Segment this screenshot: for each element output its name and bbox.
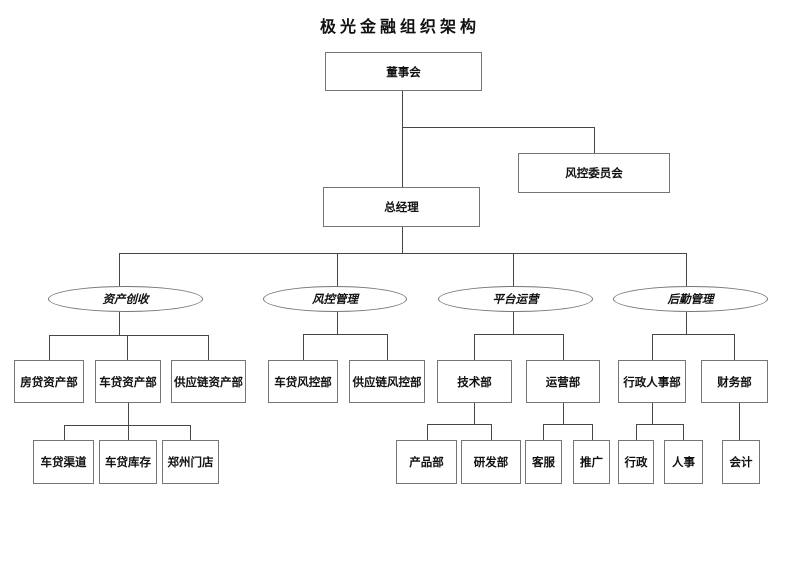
connector-segment xyxy=(427,424,491,425)
connector-segment xyxy=(652,403,653,424)
connector-segment xyxy=(513,312,514,334)
connector-segment xyxy=(49,335,50,360)
node-customer-service[interactable]: 客服 xyxy=(525,440,562,484)
node-car-loan-risk-dept-label: 车贷风控部 xyxy=(274,376,332,389)
connector-segment xyxy=(303,334,304,360)
connector-segment xyxy=(128,425,129,440)
connector-segment xyxy=(474,334,475,360)
node-accounting[interactable]: 会计 xyxy=(722,440,760,484)
connector-segment xyxy=(127,335,128,360)
node-accounting-label: 会计 xyxy=(729,457,753,469)
node-supply-chain-asset-dept[interactable]: 供应链资产部 xyxy=(171,360,246,403)
node-admin-label: 行政 xyxy=(624,457,648,469)
node-car-loan-inventory[interactable]: 车贷库存 xyxy=(99,440,157,484)
node-product-dept-label: 产品部 xyxy=(409,457,444,469)
connector-segment xyxy=(594,127,595,153)
node-risk-management-label: 风控管理 xyxy=(312,294,358,306)
node-car-loan-channel-label: 车贷渠道 xyxy=(40,457,87,469)
node-rd-dept-label: 研发部 xyxy=(473,457,509,469)
connector-segment xyxy=(190,425,191,440)
connector-segment xyxy=(387,334,388,360)
node-zhengzhou-store-label: 郑州门店 xyxy=(167,457,214,469)
node-hr-label: 人事 xyxy=(672,457,695,469)
connector-segment xyxy=(652,334,653,360)
node-admin-hr-dept-label: 行政人事部 xyxy=(623,376,681,389)
connector-segment xyxy=(636,424,637,440)
connector-segment xyxy=(119,312,120,335)
node-risk-committee-label: 风控委员会 xyxy=(565,168,623,180)
connector-segment xyxy=(427,424,428,440)
node-admin-hr-dept[interactable]: 行政人事部 xyxy=(618,360,686,403)
node-asset-revenue[interactable]: 资产创收 xyxy=(48,286,203,312)
connector-segment xyxy=(543,424,544,440)
node-tech-dept-label: 技术部 xyxy=(457,376,492,389)
node-platform-operations[interactable]: 平台运营 xyxy=(438,286,593,312)
connector-segment xyxy=(513,253,514,286)
node-general-manager[interactable]: 总经理 xyxy=(323,187,480,227)
connector-segment xyxy=(563,334,564,360)
connector-segment xyxy=(119,253,686,254)
node-risk-committee[interactable]: 风控委员会 xyxy=(518,153,670,193)
connector-segment xyxy=(402,91,403,187)
node-car-loan-asset-dept-label: 车贷资产部 xyxy=(99,376,157,389)
node-customer-service-label: 客服 xyxy=(532,457,555,469)
connector-segment xyxy=(636,424,683,425)
connector-segment xyxy=(49,335,208,336)
connector-segment xyxy=(402,127,594,128)
node-hr[interactable]: 人事 xyxy=(664,440,703,484)
node-logistics-management-label: 后勤管理 xyxy=(667,294,714,306)
connector-segment xyxy=(402,227,403,253)
connector-segment xyxy=(64,425,190,426)
connector-segment xyxy=(64,425,65,440)
node-car-loan-inventory-label: 车贷库存 xyxy=(105,457,151,469)
node-admin[interactable]: 行政 xyxy=(618,440,654,484)
connector-segment xyxy=(303,334,387,335)
node-supply-chain-risk-dept-label: 供应链风控部 xyxy=(352,376,422,389)
connector-segment xyxy=(119,253,120,286)
node-general-manager-label: 总经理 xyxy=(384,202,419,214)
node-platform-operations-label: 平台运营 xyxy=(492,294,539,306)
node-car-loan-asset-dept[interactable]: 车贷资产部 xyxy=(95,360,161,403)
node-risk-management[interactable]: 风控管理 xyxy=(263,286,407,312)
chart-title: 极光金融组织架构 xyxy=(319,19,480,36)
connector-segment xyxy=(686,253,687,286)
node-rd-dept[interactable]: 研发部 xyxy=(461,440,521,484)
connector-segment xyxy=(592,424,593,440)
node-product-dept[interactable]: 产品部 xyxy=(396,440,457,484)
node-supply-chain-risk-dept[interactable]: 供应链风控部 xyxy=(349,360,425,403)
connector-segment xyxy=(739,403,740,440)
node-board[interactable]: 董事会 xyxy=(325,52,482,91)
connector-segment xyxy=(563,403,564,424)
node-finance-dept[interactable]: 财务部 xyxy=(701,360,768,403)
node-finance-dept-label: 财务部 xyxy=(717,376,752,389)
connector-segment xyxy=(491,424,492,440)
node-promotion-label: 推广 xyxy=(580,457,603,469)
connector-segment xyxy=(337,312,338,334)
node-tech-dept[interactable]: 技术部 xyxy=(437,360,512,403)
connector-segment xyxy=(337,253,338,286)
node-logistics-management[interactable]: 后勤管理 xyxy=(613,286,768,312)
connector-segment xyxy=(474,403,475,424)
connector-segment xyxy=(474,334,563,335)
node-mortgage-asset-dept[interactable]: 房贷资产部 xyxy=(14,360,84,403)
node-promotion[interactable]: 推广 xyxy=(573,440,610,484)
node-supply-chain-asset-dept-label: 供应链资产部 xyxy=(174,376,243,389)
node-zhengzhou-store[interactable]: 郑州门店 xyxy=(162,440,219,484)
node-board-label: 董事会 xyxy=(386,66,421,79)
connector-segment xyxy=(128,403,129,425)
connector-segment xyxy=(543,424,592,425)
connector-segment xyxy=(652,334,734,335)
node-asset-revenue-label: 资产创收 xyxy=(102,294,149,306)
connector-segment xyxy=(683,424,684,440)
connector-segment xyxy=(208,335,209,360)
node-operations-dept[interactable]: 运营部 xyxy=(526,360,600,403)
node-mortgage-asset-dept-label: 房贷资产部 xyxy=(20,376,78,389)
node-operations-dept-label: 运营部 xyxy=(545,376,581,389)
node-car-loan-risk-dept[interactable]: 车贷风控部 xyxy=(268,360,338,403)
node-car-loan-channel[interactable]: 车贷渠道 xyxy=(33,440,94,484)
connector-segment xyxy=(734,334,735,360)
connector-segment xyxy=(686,312,687,334)
